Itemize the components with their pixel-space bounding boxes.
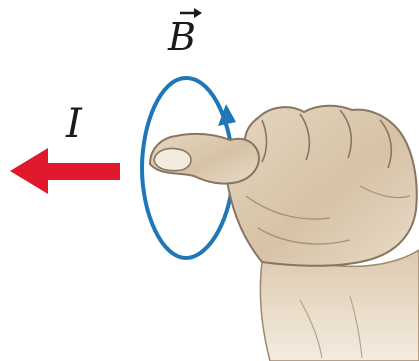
magnetic-field-label: B: [168, 18, 196, 56]
current-label: I: [66, 104, 82, 144]
current-arrow: [10, 148, 120, 194]
right-hand: [150, 106, 419, 361]
